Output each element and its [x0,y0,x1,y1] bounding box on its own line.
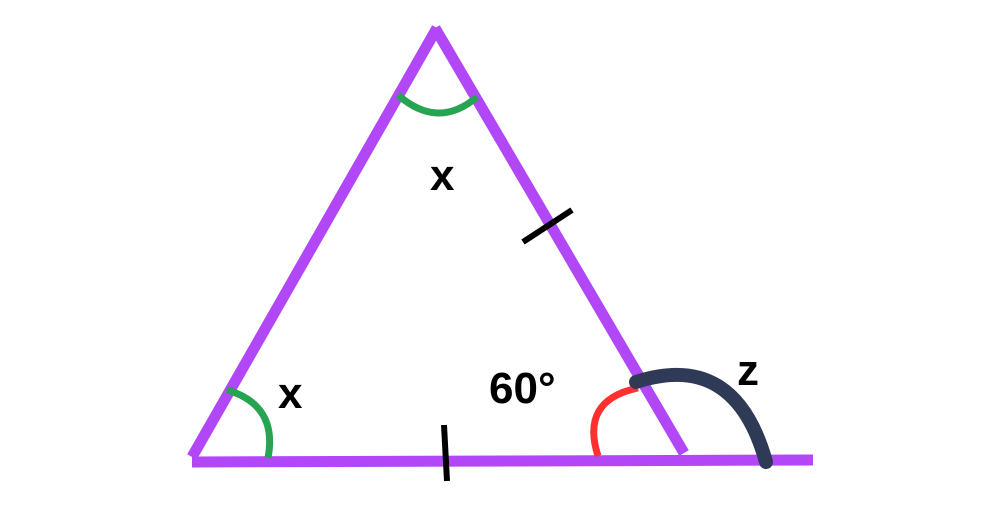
side-tick-mark [521,207,574,245]
interior-angle-arc [590,384,639,458]
base-tick-mark [441,424,450,482]
left-angle-arc [225,386,274,459]
exterior-angle-label: z [737,346,759,395]
triangle-right-side [430,25,689,456]
base-extended-line [191,454,814,468]
top-angle-arc [395,92,480,117]
left-angle-label: x [278,369,303,418]
exterior-angle-arc [629,367,773,469]
top-angle-label: x [430,151,455,200]
interior-angle-label: 60° [489,364,556,413]
triangle-left-side [187,25,442,460]
